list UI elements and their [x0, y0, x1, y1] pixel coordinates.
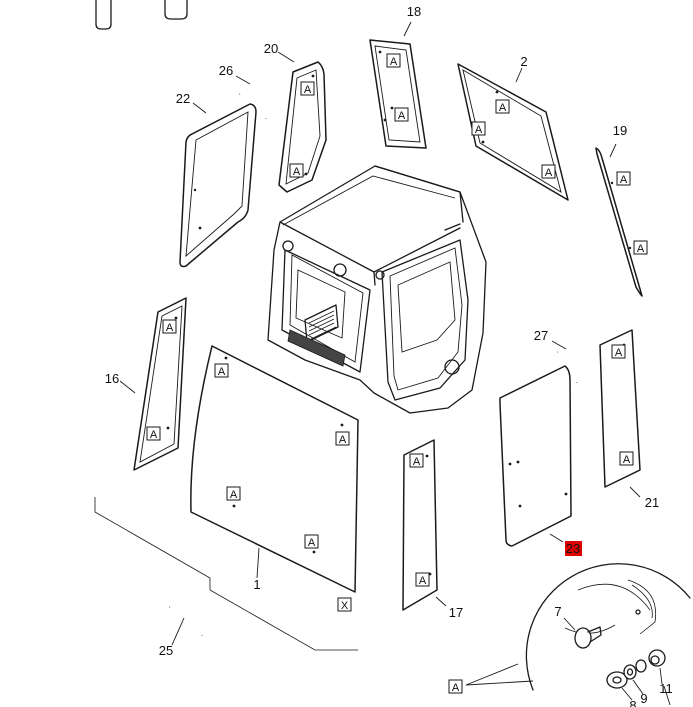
callout-21: 21	[645, 495, 659, 510]
svg-text:A: A	[623, 454, 631, 466]
callout-17: 17	[449, 605, 463, 620]
tag-a-pane21-top: A	[611, 344, 626, 359]
tag-a-pane19-top: A	[616, 171, 631, 186]
tag-a-pane2-left: A	[471, 121, 486, 136]
tag-a-pane20-bottom: A	[289, 163, 304, 178]
svg-text:A: A	[339, 434, 347, 446]
tag-a-detail: A	[448, 679, 463, 694]
svg-text:A: A	[545, 167, 553, 179]
callout-7: 7	[554, 604, 561, 619]
callout-23: 23	[566, 541, 580, 556]
washer-9	[623, 659, 647, 680]
callout-2: 2	[520, 54, 527, 69]
svg-text:A: A	[615, 347, 623, 359]
callout-1: 1	[253, 577, 260, 592]
callout-9: 9	[640, 691, 647, 706]
glass-pane-2	[457, 63, 569, 201]
dark-panel-bar	[287, 329, 346, 367]
tag-a-pane1-topleft: A	[214, 363, 229, 378]
tag-a-pane16-bottom: A	[146, 426, 161, 441]
hex-key-26	[239, 81, 268, 119]
callout-19: 19	[613, 123, 627, 138]
callout-26: 26	[219, 63, 233, 78]
tag-a-pane18-top: A	[386, 53, 401, 68]
svg-text:A: A	[398, 110, 406, 122]
tag-a-pane18-bottom: A	[394, 107, 409, 122]
callout-16: 16	[105, 371, 119, 386]
svg-text:A: A	[413, 456, 421, 468]
glass-pane-22	[179, 103, 257, 268]
base-frame-outline	[94, 497, 358, 651]
tag-a-pane1-bottomleft: A	[226, 486, 241, 501]
tag-a-pane17-bottom: A	[415, 572, 430, 587]
svg-text:A: A	[218, 366, 226, 378]
tag-a-pane2-top: A	[495, 99, 510, 114]
cab-frame	[267, 165, 487, 414]
boxed-tags: A A A A A A A A A A A A A A A X A A A A …	[146, 53, 648, 694]
callout-18: 18	[407, 4, 421, 19]
tag-a-pane21-bottom: A	[619, 451, 634, 466]
washer-8	[606, 671, 628, 689]
callout-11: 11	[659, 681, 673, 696]
svg-text:A: A	[637, 243, 645, 255]
tag-a-pane1-topright: A	[335, 431, 350, 446]
tag-a-pane17-top: A	[409, 453, 424, 468]
svg-text:A: A	[150, 429, 158, 441]
svg-text:A: A	[390, 56, 398, 68]
fixing-knob-7	[574, 626, 602, 649]
glass-pane-1	[190, 345, 359, 593]
hex-key-25	[169, 596, 204, 636]
callout-27: 27	[534, 328, 548, 343]
svg-text:A: A	[304, 84, 312, 96]
callout-22: 22	[176, 91, 190, 106]
svg-text:X: X	[341, 600, 349, 612]
svg-text:A: A	[620, 174, 628, 186]
glass-pane-18	[369, 39, 427, 149]
tag-a-pane20-top: A	[300, 81, 315, 96]
callout-8: 8	[629, 698, 636, 707]
svg-text:A: A	[166, 322, 174, 334]
callout-25: 25	[159, 643, 173, 658]
hex-key-27	[557, 348, 579, 383]
tag-a-pane19-bottom: A	[633, 240, 648, 255]
tag-x-pane1: X	[337, 597, 352, 612]
tag-a-pane1-bottomright: A	[304, 534, 319, 549]
top-partial-parts	[95, 0, 188, 30]
svg-text:A: A	[452, 682, 460, 694]
tag-a-pane2-right: A	[541, 164, 556, 179]
glass-pane-23	[499, 365, 572, 547]
svg-text:A: A	[475, 124, 483, 136]
svg-text:A: A	[293, 166, 301, 178]
detail-circle	[525, 563, 691, 691]
vent-grille	[304, 304, 339, 343]
nut-11	[648, 649, 666, 667]
svg-text:A: A	[308, 537, 316, 549]
svg-text:A: A	[499, 102, 507, 114]
svg-text:A: A	[230, 489, 238, 501]
tag-a-pane16-top: A	[162, 319, 177, 334]
glass-pane-16	[133, 297, 187, 471]
glass-pane-19	[595, 147, 643, 297]
callout-23-highlight	[565, 541, 582, 556]
callout-numbers: 1 2 7 8 9 11 16 17 18 19 20 21 22 23 25 …	[105, 4, 673, 707]
glass-pane-17	[402, 439, 438, 611]
leader-lines	[119, 21, 671, 706]
svg-text:A: A	[419, 575, 427, 587]
callout-20: 20	[264, 41, 278, 56]
